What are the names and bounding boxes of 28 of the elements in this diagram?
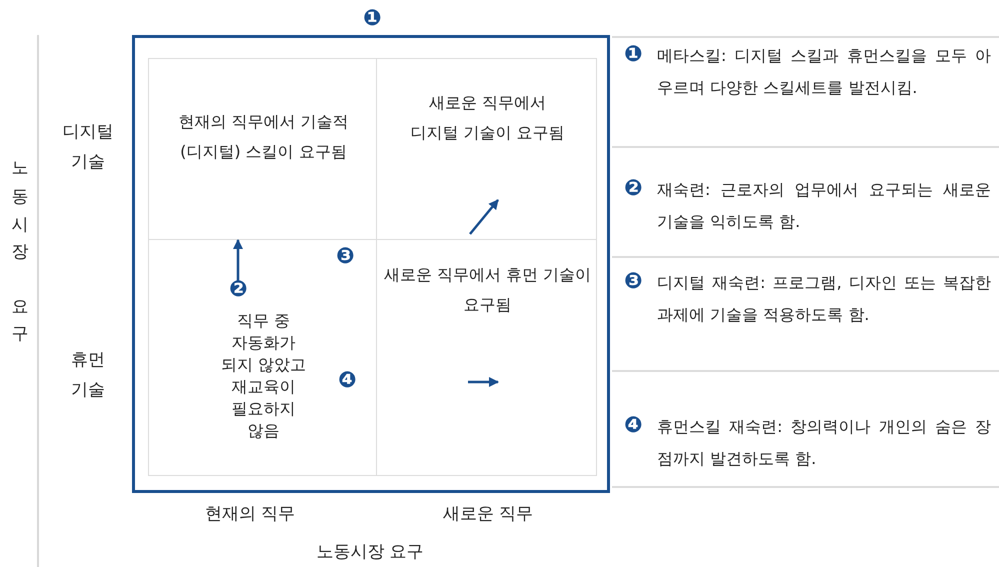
arrow [233,239,243,282]
column-label: 새로운 직무 [442,503,534,526]
cell-text: 새로운 직무에서 휴먼 기술이 요구됨 [382,264,592,316]
callout-number: ❸ [336,246,355,268]
note-text: 메타스킬: 디지털 스킬과 휴먼스킬을 모두 아우르며 다양한 스킬세트를 발전시킴. [657,45,991,99]
callout-number: ❶ [624,44,643,66]
callout-number: ❶ [363,8,382,30]
note-text: 재숙련: 근로자의 업무에서 요구되는 새로운 기술을 익히도록 함. [657,179,991,233]
quadrant-cell [376,58,597,240]
quadrant-cell [148,239,377,476]
row-label: 휴먼 기술 [70,349,106,402]
callout-number: ❷ [624,178,643,200]
cell-text: 직무 중 자동화가 되지 않았고 재교육이 필요하지 않음 [220,310,308,442]
cell-text: 새로운 직무에서 디지털 기술이 요구됨 [409,92,566,144]
callout-number: ❹ [624,415,643,437]
callout-number: ❷ [229,279,248,301]
quadrant-cell [148,58,377,240]
axis-title: 노동시장 요구 [315,541,425,564]
quadrant-cell [376,239,597,476]
row-label: 디지털 기술 [62,121,114,174]
note-text: 휴먼스킬 재숙련: 창의력이나 개인의 숨은 장점까지 발견하도록 함. [657,416,991,470]
axis-title: 노동시장 요구 [9,150,31,344]
callout-number: ❹ [338,370,357,392]
cell-text: 현재의 직무에서 기술적(디지털) 스킬이 요구됨 [177,111,350,163]
arrow [469,199,499,235]
callout-number: ❸ [624,271,643,293]
column-label: 현재의 직무 [204,503,296,526]
note-text: 디지털 재숙련: 프로그램, 디자인 또는 복잡한 과제에 기술을 적용하도록 함. [657,272,991,326]
